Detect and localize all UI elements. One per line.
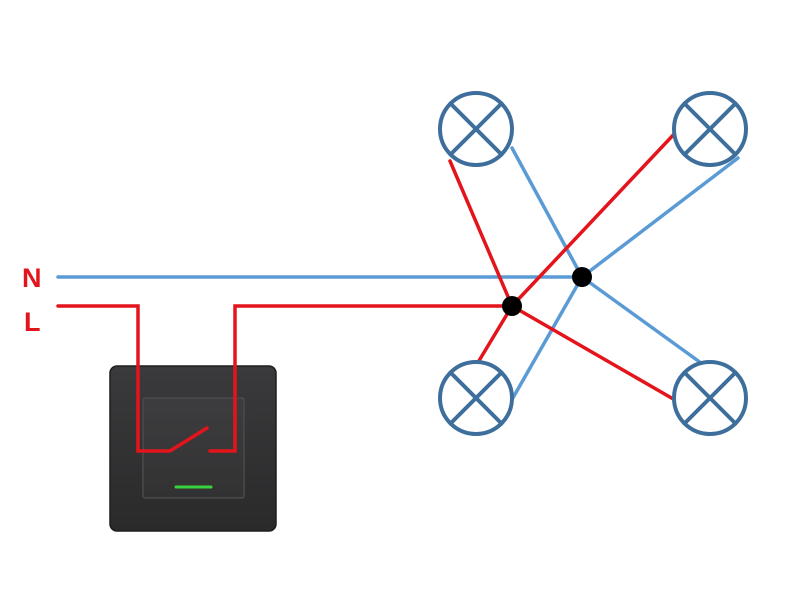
- neutral-wire-top-right: [580, 156, 740, 279]
- neutral-junction-dot: [572, 267, 592, 287]
- line-junction-dot: [502, 296, 522, 316]
- line-wire-bottom-left: [472, 304, 514, 371]
- switched-line-wire: [208, 304, 514, 453]
- line-wires: [56, 129, 679, 453]
- switch-key: [142, 397, 245, 499]
- line-feed-wire: [56, 304, 209, 453]
- lamps: [438, 91, 748, 436]
- neutral-label: N: [22, 263, 42, 293]
- lamp-bottom-right-icon: [672, 360, 748, 436]
- lamp-top-right-icon: [672, 91, 748, 167]
- line-wire-top-right: [510, 129, 679, 308]
- lamp-top-left-icon: [438, 91, 514, 167]
- neutral-wires: [56, 146, 740, 405]
- light-switch: [109, 365, 277, 532]
- line-wire-bottom-right: [510, 304, 677, 402]
- neutral-wire-bottom-right: [580, 275, 710, 370]
- line-label: L: [24, 307, 41, 337]
- neutral-wire-bottom-left: [508, 275, 584, 405]
- neutral-wire-top-left: [510, 146, 584, 279]
- lamp-bottom-left-icon: [438, 360, 514, 436]
- line-wire-top-left: [448, 159, 514, 308]
